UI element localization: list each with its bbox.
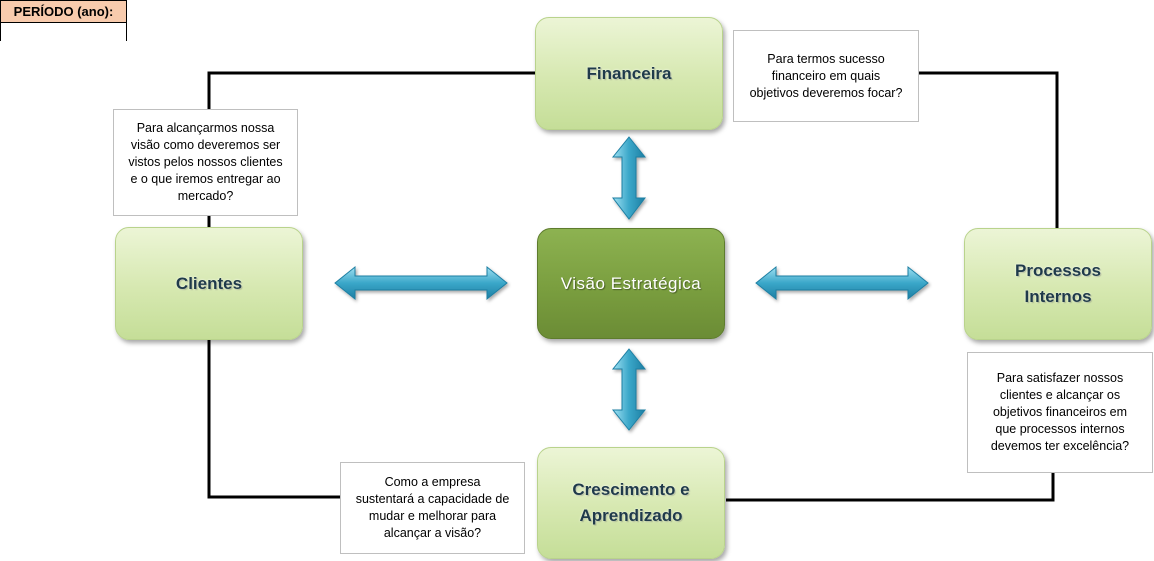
node-internal-processes[interactable]: Processos Internos xyxy=(964,228,1152,340)
node-customers[interactable]: Clientes xyxy=(115,227,303,340)
connector-customers-to-learning xyxy=(207,340,340,499)
arrow-center-learning xyxy=(611,348,647,431)
period-value-cell[interactable] xyxy=(1,23,126,42)
note-financial-question: Para termos sucesso financeiro em quais … xyxy=(733,30,919,122)
connector-internal-to-learning xyxy=(726,473,1055,502)
note-internal-question: Para satisfazer nossos clientes e alcanç… xyxy=(967,352,1153,473)
arrow-center-financial xyxy=(611,136,647,220)
node-financial[interactable]: Financeira xyxy=(535,17,723,130)
period-box: PERÍODO (ano): xyxy=(0,0,127,42)
note-learning-question: Como a empresa sustentará a capacidade d… xyxy=(340,462,525,554)
arrow-center-internal xyxy=(755,265,929,301)
period-label: PERÍODO (ano): xyxy=(1,1,126,23)
node-learning-growth[interactable]: Crescimento e Aprendizado xyxy=(537,447,725,559)
arrow-center-customers xyxy=(334,265,508,301)
connector-financial-to-internal xyxy=(919,71,1059,228)
node-strategic-vision[interactable]: Visão Estratégica xyxy=(537,228,725,339)
note-customers-question: Para alcançarmos nossa visão como devere… xyxy=(113,109,298,216)
